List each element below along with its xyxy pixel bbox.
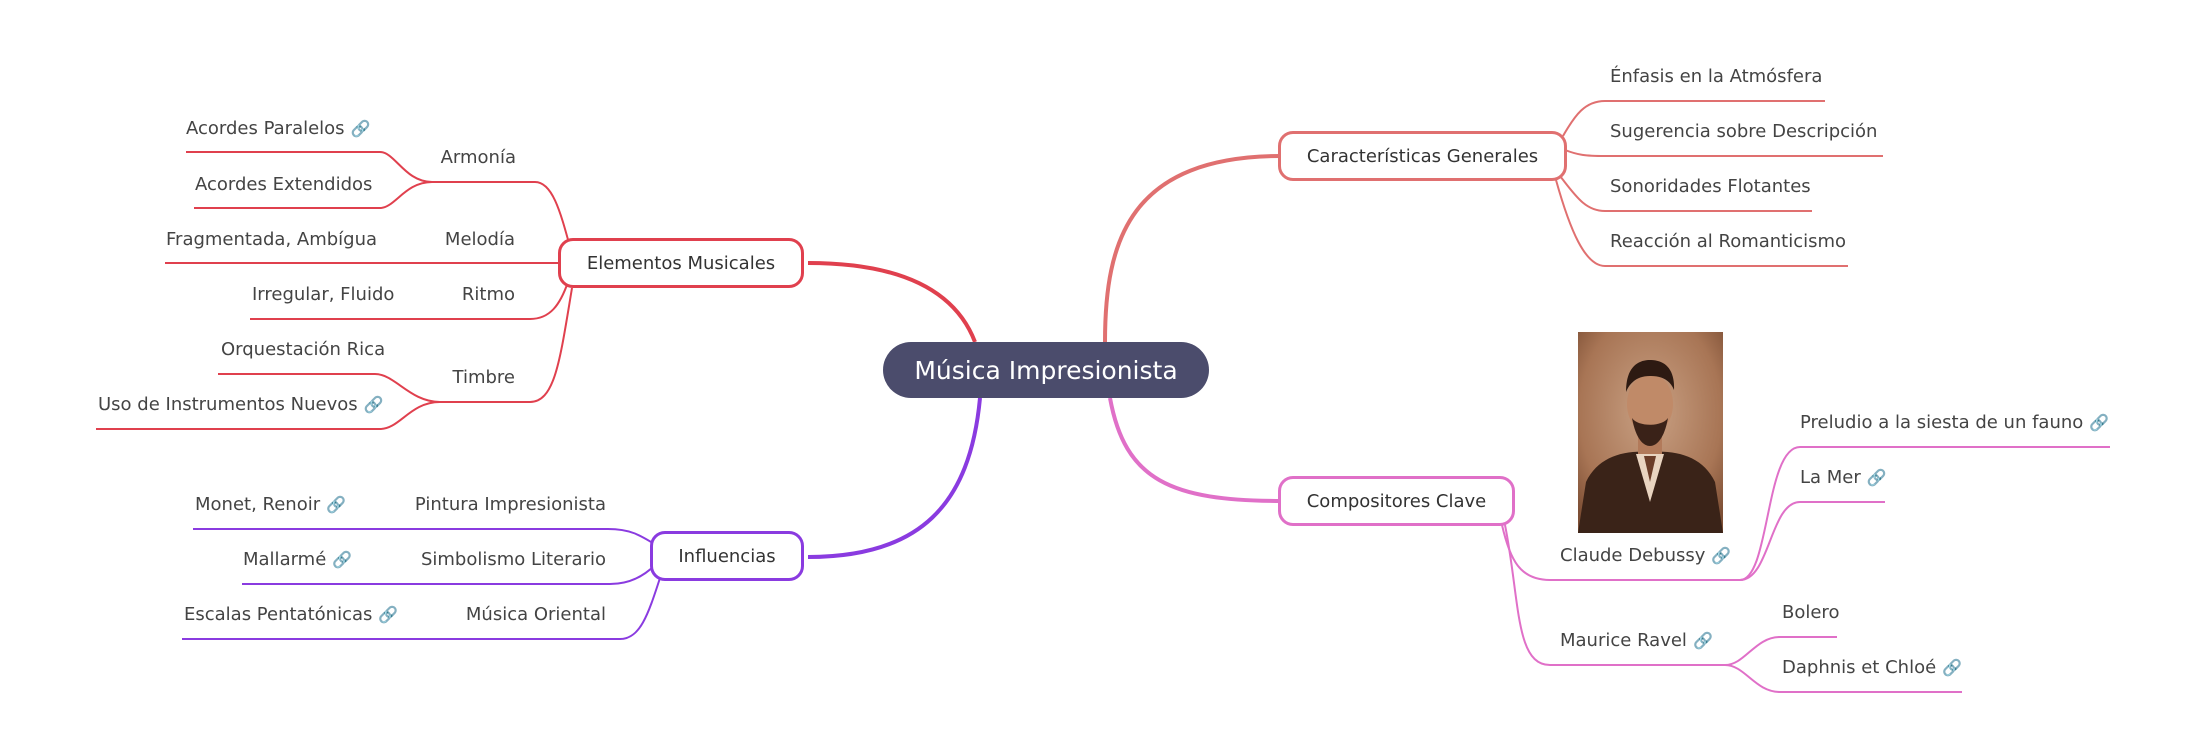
subtopic-musica-oriental[interactable]: Música Oriental (465, 604, 606, 625)
leaf-sugerencia-descripcion[interactable]: Sugerencia sobre Descripción (1610, 121, 1878, 142)
edge-root-elementos (807, 261, 977, 343)
link-icon[interactable]: 🔗 (350, 119, 371, 138)
edge-compositores-ravel (1504, 524, 1725, 666)
edge-debussy-fauno (1739, 446, 2110, 581)
subtopic-maurice-ravel[interactable]: Maurice Ravel🔗 (1560, 630, 1713, 651)
edge-caracteristicas-sonoridades (1559, 175, 1812, 212)
edge-armonia-paralelos (186, 151, 433, 183)
subtopic-timbre[interactable]: Timbre (452, 367, 515, 388)
link-icon[interactable]: 🔗 (1942, 658, 1963, 677)
link-icon[interactable]: 🔗 (332, 550, 353, 569)
leaf-reaccion-romanticismo[interactable]: Reacción al Romanticismo (1610, 231, 1847, 252)
edge-caracteristicas-reaccion (1555, 179, 1848, 267)
leaf-sonoridades-flotantes[interactable]: Sonoridades Flotantes (1610, 176, 1811, 197)
edge-root-caracteristicas (1103, 154, 1283, 343)
leaf-acordes-extendidos[interactable]: Acordes Extendidos (195, 174, 373, 195)
edge-caracteristicas-enfasis (1562, 100, 1825, 137)
edge-elementos-armonia (432, 181, 571, 248)
edge-influencias-oriental (182, 577, 661, 640)
subtopic-armonia[interactable]: Armonía (440, 147, 516, 168)
link-icon[interactable]: 🔗 (1866, 468, 1887, 487)
leaf-daphnis-chloe[interactable]: Daphnis et Chloé🔗 (1782, 657, 1963, 678)
subtopic-pintura-impresionista[interactable]: Pintura Impresionista (414, 494, 606, 515)
subtopic-melodia[interactable]: Melodía (444, 229, 515, 250)
edge-root-influencias (807, 397, 982, 559)
topic-elementos-musicales[interactable]: Elementos Musicales (558, 238, 804, 288)
topic-caracteristicas-generales[interactable]: Características Generales (1278, 131, 1567, 181)
subtopic-ritmo[interactable]: Ritmo (461, 284, 515, 305)
edge-elementos-timbre (440, 287, 573, 403)
leaf-acordes-paralelos[interactable]: Acordes Paralelos🔗 (186, 118, 371, 139)
debussy-portrait (1578, 332, 1723, 533)
topic-influencias[interactable]: Influencias (650, 531, 804, 581)
edge-timbre-orquestacion (218, 373, 441, 403)
leaf-fragmentada-ambigua[interactable]: Fragmentada, Ambígua (166, 229, 378, 250)
edge-timbre-nuevos (96, 401, 441, 430)
topic-compositores-clave[interactable]: Compositores Clave (1278, 476, 1515, 526)
leaf-la-mer[interactable]: La Mer🔗 (1800, 467, 1887, 488)
leaf-preludio-fauno[interactable]: Preludio a la siesta de un fauno🔗 (1800, 412, 2110, 433)
link-icon[interactable]: 🔗 (1692, 631, 1713, 650)
leaf-monet-renoir[interactable]: Monet, Renoir🔗 (195, 494, 347, 515)
leaf-irregular-fluido[interactable]: Irregular, Fluido (252, 284, 395, 305)
edge-ravel-bolero (1724, 636, 1837, 666)
leaf-bolero[interactable]: Bolero (1782, 602, 1840, 623)
edge-compositores-debussy (1501, 524, 1740, 581)
edge-caracteristicas-sugerencia (1564, 149, 1883, 157)
link-icon[interactable]: 🔗 (1711, 546, 1732, 565)
link-icon[interactable]: 🔗 (363, 395, 384, 414)
leaf-escalas-pentatonicas[interactable]: Escalas Pentatónicas🔗 (184, 604, 399, 625)
subtopic-simbolismo-literario[interactable]: Simbolismo Literario (420, 549, 606, 570)
link-icon[interactable]: 🔗 (2089, 413, 2110, 432)
edge-influencias-pintura (193, 528, 657, 546)
edge-debussy-lamer (1739, 501, 1885, 581)
edge-armonia-extendidos (194, 181, 433, 209)
edge-ravel-daphnis (1724, 664, 1962, 693)
leaf-instrumentos-nuevos[interactable]: Uso de Instrumentos Nuevos🔗 (98, 394, 384, 415)
subtopic-claude-debussy[interactable]: Claude Debussy🔗 (1560, 545, 1732, 566)
leaf-orquestacion-rica[interactable]: Orquestación Rica (221, 339, 386, 360)
root-topic[interactable]: Música Impresionista (883, 342, 1209, 398)
link-icon[interactable]: 🔗 (378, 605, 399, 624)
link-icon[interactable]: 🔗 (326, 495, 347, 514)
edge-elementos-ritmo (250, 281, 569, 320)
leaf-mallarme[interactable]: Mallarmé🔗 (243, 549, 353, 570)
leaf-enfasis-atmosfera[interactable]: Énfasis en la Atmósfera (1610, 66, 1823, 87)
edge-root-compositores (1108, 397, 1283, 503)
